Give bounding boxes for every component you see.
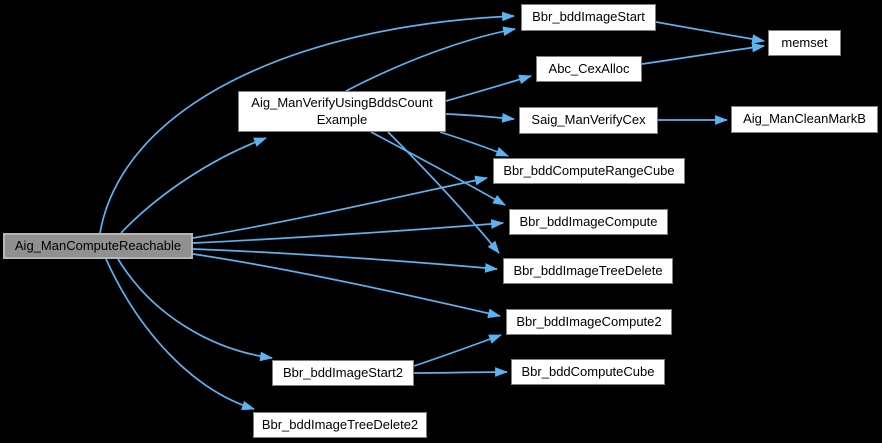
edge-example-to-imageStart	[345, 26, 517, 92]
edge-reach-to-imageStart	[99, 11, 516, 234]
node-cexAlloc[interactable]: Abc_CexAlloc	[536, 56, 642, 82]
node-treeDelete[interactable]: Bbr_bddImageTreeDelete	[503, 258, 673, 284]
node-verifyCex[interactable]: Saig_ManVerifyCex	[519, 107, 658, 134]
edge-example-to-verifyCex	[445, 113, 516, 123]
edge-start2-to-computeCube	[413, 367, 509, 377]
node-rangeCube[interactable]: Bbr_bddComputeRangeCube	[493, 158, 685, 184]
edge-example-to-rangeCube	[439, 131, 510, 157]
edge-imageStart-to-memset	[655, 21, 766, 44]
edge-reach-to-start2	[117, 258, 274, 362]
edge-reach-to-imageCompute	[192, 219, 505, 244]
node-example[interactable]: Aig_ManVerifyUsingBddsCount Example	[238, 91, 446, 132]
edge-example-to-imageCompute	[370, 131, 506, 206]
edge-start2-to-compute2	[413, 334, 503, 367]
node-compute2[interactable]: Bbr_bddImageCompute2	[506, 309, 672, 335]
edge-example-to-cexAlloc	[445, 74, 533, 102]
edge-reach-to-example	[120, 137, 268, 234]
node-imageCompute[interactable]: Bbr_bddImageCompute	[509, 209, 668, 235]
edge-example-to-treeDelete	[387, 131, 500, 254]
edge-reach-to-treeDelete2	[105, 258, 256, 411]
edge-reach-to-treeDelete	[192, 248, 499, 273]
edge-reach-to-compute2	[192, 253, 502, 319]
node-reach: Aig_ManComputeReachable	[3, 233, 193, 259]
node-memset[interactable]: memset	[768, 30, 841, 56]
node-cleanMarkB[interactable]: Aig_ManCleanMarkB	[731, 106, 878, 133]
edge-reach-to-rangeCube	[192, 175, 489, 239]
edge-cexAlloc-to-memset	[641, 42, 766, 65]
node-start2[interactable]: Bbr_bddImageStart2	[272, 360, 414, 386]
node-imageStart[interactable]: Bbr_bddImageStart	[521, 4, 656, 31]
node-treeDelete2[interactable]: Bbr_bddImageTreeDelete2	[253, 412, 427, 438]
node-computeCube[interactable]: Bbr_bddComputeCube	[511, 359, 665, 385]
